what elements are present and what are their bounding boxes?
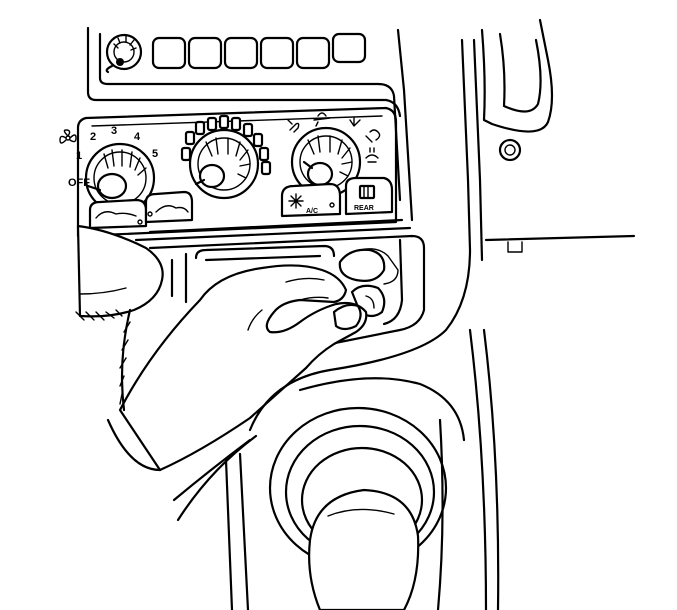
ac-button-label: A/C — [306, 208, 318, 215]
vent-mode-icons — [287, 112, 381, 163]
mode-knob[interactable] — [290, 126, 362, 198]
door-trim — [328, 18, 636, 610]
fan-speed-labels: OFF 1 2 3 4 5 — [68, 125, 158, 189]
preset-button-5[interactable] — [295, 36, 331, 70]
fan-label-1: 1 — [76, 150, 82, 162]
rear-defrost-icon — [358, 184, 376, 200]
preset-button-1[interactable] — [151, 36, 187, 70]
sleeve — [75, 224, 164, 472]
preset-button-2[interactable] — [187, 36, 223, 70]
thumbnail — [332, 303, 362, 331]
fan-label-off: OFF — [68, 177, 90, 189]
fan-icon — [59, 129, 77, 144]
door-screw — [498, 138, 522, 162]
shifter-knob — [308, 488, 420, 610]
fan-label-5: 5 — [152, 148, 158, 160]
temperature-scale — [180, 114, 272, 176]
preset-button-3[interactable] — [223, 36, 259, 70]
upper-dash-panel — [86, 26, 414, 222]
gear-shifter[interactable] — [172, 368, 466, 610]
lower-console — [134, 226, 426, 348]
fan-label-2: 2 — [90, 131, 96, 143]
vent-bilevel-icon — [313, 112, 331, 127]
outside-air-button[interactable] — [144, 190, 194, 224]
vent-floor-defrost-icon — [365, 129, 381, 143]
panel-button-strip: A/C REAR — [88, 176, 394, 230]
hand — [118, 264, 368, 472]
defrost-icon — [365, 147, 379, 163]
preset-buttons — [151, 32, 367, 70]
snowflake-icon — [288, 193, 304, 209]
temperature-knob[interactable] — [188, 128, 260, 200]
vent-face-icon — [287, 119, 300, 133]
vent-floor-icon — [349, 117, 361, 127]
rear-button-label: REAR — [354, 205, 374, 212]
preset-button-6[interactable] — [331, 32, 367, 64]
small-knob[interactable] — [105, 33, 143, 74]
fan-label-4: 4 — [134, 131, 141, 143]
preset-button-4[interactable] — [259, 36, 295, 70]
fan-label-3: 3 — [111, 125, 117, 137]
